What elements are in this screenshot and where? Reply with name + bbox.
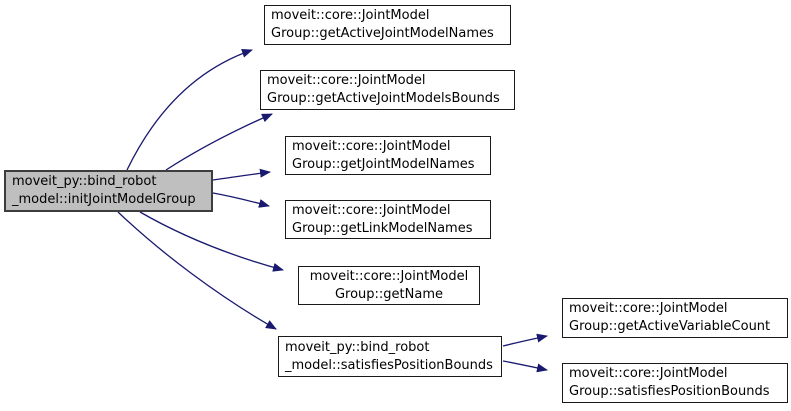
node-label-line: moveit::core::JointModel: [309, 268, 469, 284]
edge-init-joint-model-group-to-get-link-model-names: [212, 192, 270, 208]
node-label-line: moveit_py::bind_robot: [285, 339, 430, 355]
node-label-line: Group::getJointModelNames: [292, 156, 475, 172]
node-label-line: moveit::core::JointModel: [267, 73, 426, 88]
node-label-line: Group::satisfiesPositionBounds: [569, 384, 770, 399]
node-label-line: Group::getName: [334, 286, 444, 302]
node-satisfies-position-bounds-py[interactable]: moveit_py::bind_robot_model::satisfiesPo…: [278, 336, 502, 377]
node-label-line: Group::getLinkModelNames: [292, 220, 473, 236]
node-label-line: Group::getActiveJointModelsBounds: [267, 91, 500, 106]
node-label-line: Group::getActiveVariableCount: [569, 319, 771, 334]
node-label-line: Group::getActiveJointModelNames: [271, 26, 494, 41]
edge-init-joint-model-group-to-satisfies-position-bounds-py: [117, 211, 277, 330]
edge-init-joint-model-group-to-get-active-joint-models-bounds: [165, 113, 273, 171]
node-label-line: moveit::core::JointModel: [569, 366, 728, 381]
edge-init-joint-model-group-to-get-joint-model-names: [212, 168, 271, 181]
node-label-line: moveit::core::JointModel: [292, 202, 451, 218]
node-label-line: moveit::core::JointModel: [569, 301, 728, 316]
edge-satisfies-position-bounds-py-to-satisfies-position-bounds-core: [502, 360, 548, 373]
edge-init-joint-model-group-to-get-name: [139, 211, 284, 272]
node-label-line: _model::satisfiesPositionBounds: [285, 357, 493, 373]
edge-init-joint-model-group-to-get-active-joint-model-names: [126, 49, 253, 171]
node-init-joint-model-group[interactable]: moveit_py::bind_robot_model::initJointMo…: [4, 170, 213, 212]
node-label-line: moveit::core::JointModel: [271, 8, 430, 23]
edge-satisfies-position-bounds-py-to-get-active-variable-count: [502, 333, 548, 347]
node-label-line: _model::initJointModelGroup: [12, 192, 196, 207]
node-label-line: moveit::core::JointModel: [292, 138, 451, 154]
node-label-line: moveit_py::bind_robot: [12, 174, 157, 189]
